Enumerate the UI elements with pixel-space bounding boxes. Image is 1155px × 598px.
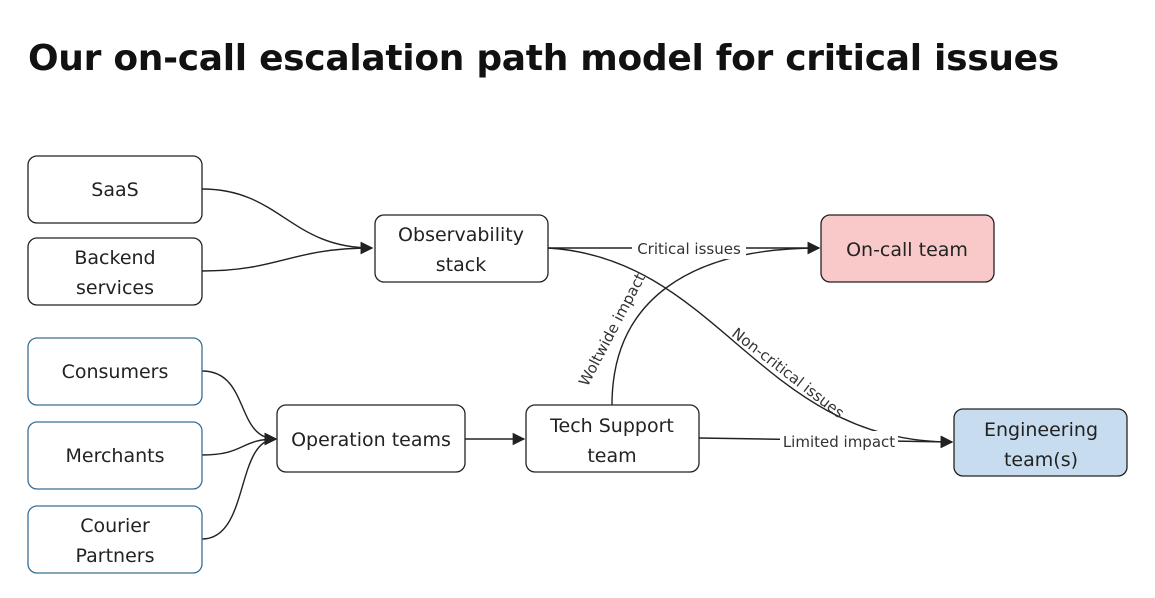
svg-text:Engineering: Engineering bbox=[984, 419, 1098, 441]
svg-text:services: services bbox=[76, 277, 154, 299]
edge-courier-to-operation bbox=[201, 432, 278, 540]
svg-text:Partners: Partners bbox=[76, 545, 155, 567]
node-operation-teams: Operation teams bbox=[276, 404, 466, 473]
edge-label-critical-issues: Critical issues bbox=[637, 240, 741, 258]
node-courier-partners: Courier Partners bbox=[27, 505, 203, 574]
svg-text:Backend: Backend bbox=[74, 247, 155, 269]
svg-text:Operation teams: Operation teams bbox=[291, 429, 451, 451]
svg-text:SaaS: SaaS bbox=[91, 179, 138, 201]
page-title: Our on-call escalation path model for cr… bbox=[28, 38, 1059, 79]
node-tech-support-team: Tech Support team bbox=[525, 404, 700, 473]
node-backend-services: Backend services bbox=[27, 237, 203, 306]
svg-text:Tech Support: Tech Support bbox=[549, 415, 674, 437]
svg-text:team(s): team(s) bbox=[1004, 449, 1078, 471]
svg-text:stack: stack bbox=[436, 254, 486, 276]
svg-text:Merchants: Merchants bbox=[66, 445, 165, 467]
node-on-call-team: On-call team bbox=[820, 214, 995, 283]
edge-saas-to-observability bbox=[201, 188, 374, 255]
node-saas: SaaS bbox=[27, 155, 203, 224]
svg-text:team: team bbox=[587, 445, 636, 467]
edge-techsupport-to-oncall bbox=[611, 241, 821, 406]
svg-text:Consumers: Consumers bbox=[62, 361, 169, 383]
node-consumers: Consumers bbox=[27, 337, 203, 406]
svg-text:Observability: Observability bbox=[398, 224, 524, 246]
node-merchants: Merchants bbox=[27, 421, 203, 490]
edge-label-limited-impact: Limited impact bbox=[783, 433, 895, 451]
svg-text:On-call team: On-call team bbox=[846, 239, 968, 261]
edge-label-woltwide-impact: Woltwide impact bbox=[575, 270, 649, 389]
edge-label-noncritical-issues: Non-critical issues bbox=[728, 324, 848, 422]
node-observability-stack: Observability stack bbox=[374, 214, 549, 283]
svg-text:Courier: Courier bbox=[80, 515, 150, 537]
node-engineering-teams: Engineering team(s) bbox=[953, 408, 1128, 477]
edge-backend-to-observability bbox=[201, 241, 374, 272]
edge-consumers-to-operation bbox=[201, 370, 278, 446]
